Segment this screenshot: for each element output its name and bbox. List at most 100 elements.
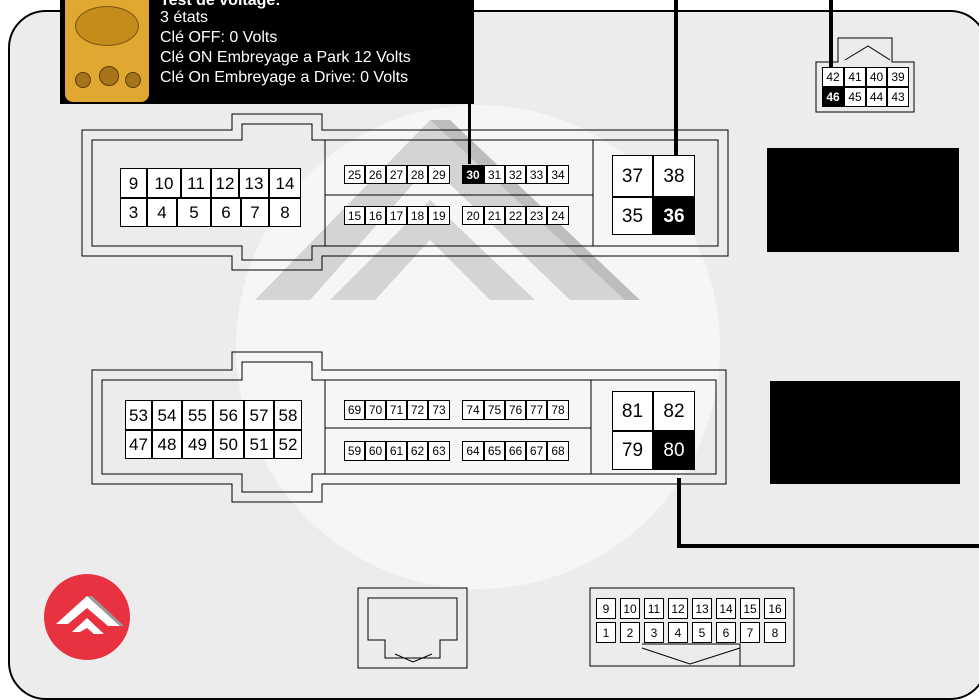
pin: 25 — [344, 165, 365, 184]
pin: 32 — [505, 165, 526, 184]
pin: 23 — [526, 206, 547, 225]
pin: 53 — [125, 400, 152, 430]
pin-highlighted: 36 — [653, 197, 695, 235]
pin: 52 — [274, 430, 302, 459]
pin: 38 — [653, 155, 695, 197]
pin: 69 — [344, 400, 365, 420]
pin: 42 — [822, 67, 844, 87]
pin: 17 — [386, 206, 407, 225]
pin: 33 — [526, 165, 547, 184]
pin: 40 — [866, 67, 887, 87]
pin: 63 — [428, 441, 450, 461]
pin: 37 — [612, 155, 653, 197]
pin: 41 — [844, 67, 866, 87]
pin: 22 — [505, 206, 526, 225]
pin: 27 — [386, 165, 407, 184]
logo-mark-icon — [56, 596, 124, 634]
info-line-park: Clé ON Embreyage a Park 12 Volts — [160, 49, 411, 66]
pin: 7 — [740, 622, 760, 643]
pin: 62 — [407, 441, 428, 461]
pin: 55 — [182, 400, 213, 430]
pin: 8 — [269, 198, 301, 227]
pin: 49 — [182, 430, 213, 459]
wire-pin-36 — [674, 0, 678, 186]
pin: 20 — [462, 206, 484, 225]
pin: 28 — [407, 165, 428, 184]
info-line-drive: Clé On Embreyage a Drive: 0 Volts — [160, 69, 409, 86]
pin: 56 — [213, 400, 244, 430]
pin: 71 — [386, 400, 407, 420]
pin: 31 — [484, 165, 505, 184]
pin: 4 — [668, 622, 688, 643]
info-title: Test de voltage: — [160, 0, 281, 9]
pin: 12 — [668, 598, 688, 619]
pin: 16 — [365, 206, 386, 225]
pin: 7 — [241, 198, 269, 227]
pin: 82 — [653, 391, 695, 431]
pin: 81 — [612, 391, 653, 431]
brand-logo — [44, 574, 130, 660]
pin: 24 — [547, 206, 569, 225]
pin: 6 — [716, 622, 736, 643]
pin: 68 — [547, 441, 569, 461]
pin: 26 — [365, 165, 386, 184]
pin: 51 — [244, 430, 274, 459]
pin: 54 — [152, 400, 182, 430]
pin: 76 — [505, 400, 526, 420]
pin-highlighted: 46 — [822, 87, 844, 107]
pin: 77 — [526, 400, 547, 420]
wire-pin-80-across — [677, 544, 979, 548]
pin: 11 — [644, 598, 664, 619]
info-states: 3 états — [160, 9, 209, 26]
pin: 18 — [407, 206, 428, 225]
pin: 29 — [428, 165, 450, 184]
pin: 9 — [596, 598, 616, 619]
pin: 2 — [620, 622, 640, 643]
pin: 66 — [505, 441, 526, 461]
pin: 50 — [213, 430, 244, 459]
black-block-bottom — [770, 381, 960, 484]
pin: 15 — [740, 598, 760, 619]
pin: 78 — [547, 400, 569, 420]
pin: 21 — [484, 206, 505, 225]
pin: 39 — [887, 67, 909, 87]
pin: 15 — [344, 206, 365, 225]
pin: 1 — [596, 622, 616, 643]
pin: 44 — [866, 87, 887, 107]
pin: 72 — [407, 400, 428, 420]
voltage-test-info: Test de voltage: 3 états Clé OFF: 0 Volt… — [60, 0, 474, 104]
pin: 45 — [844, 87, 866, 107]
pin: 48 — [152, 430, 182, 459]
pin: 61 — [386, 441, 407, 461]
pin: 10 — [147, 168, 181, 198]
pin: 3 — [120, 198, 147, 227]
pin: 3 — [644, 622, 664, 643]
pin: 65 — [484, 441, 505, 461]
pin: 12 — [211, 168, 239, 198]
pin: 58 — [274, 400, 302, 430]
pin: 5 — [177, 198, 211, 227]
pin: 35 — [612, 197, 653, 235]
pin: 14 — [716, 598, 736, 619]
pin: 43 — [887, 87, 909, 107]
wire-pin-46 — [829, 0, 833, 82]
pin-highlighted: 80 — [653, 431, 695, 470]
pin: 9 — [120, 168, 147, 198]
pin: 8 — [764, 622, 786, 643]
pin-highlighted: 30 — [462, 165, 484, 184]
pin: 73 — [428, 400, 450, 420]
pin: 75 — [484, 400, 505, 420]
info-line-off: Clé OFF: 0 Volts — [160, 29, 278, 46]
pin: 60 — [365, 441, 386, 461]
pin: 5 — [692, 622, 712, 643]
pin: 6 — [211, 198, 241, 227]
pin: 64 — [462, 441, 484, 461]
pin: 11 — [181, 168, 211, 198]
pin: 74 — [462, 400, 484, 420]
multimeter-icon — [65, 0, 149, 102]
pin: 59 — [344, 441, 365, 461]
pin: 79 — [612, 431, 653, 470]
pin: 14 — [269, 168, 301, 198]
pin: 13 — [692, 598, 712, 619]
